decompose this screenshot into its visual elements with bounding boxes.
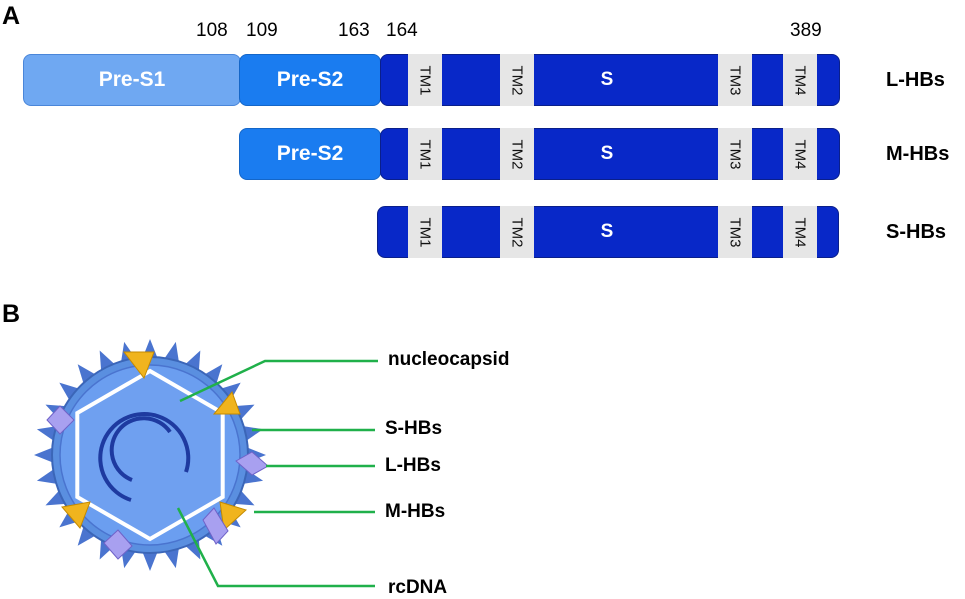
tm1-segment: TM1	[408, 128, 442, 180]
s-hbs-label-b: S-HBs	[385, 418, 443, 439]
l-hbs-row: Pre-S1 Pre-S2 TM1 TM2 S TM3 TM4 L-HBs	[0, 54, 965, 106]
tm1-segment: TM1	[408, 54, 442, 106]
position-109: 109	[246, 20, 278, 41]
s-domain-label: S	[600, 143, 614, 164]
rcdna-inner-strand	[109, 416, 172, 482]
s-hbs-row: TM1 TM2 S TM3 TM4 S-HBs	[0, 206, 965, 258]
tm3-segment: TM3	[718, 128, 752, 180]
m-hbs-protein	[212, 391, 241, 415]
s-hbs-label: S-HBs	[886, 220, 947, 243]
envelope-spike	[203, 364, 223, 386]
pre-s2-domain: Pre-S2	[239, 54, 381, 106]
panel-a-label: A	[2, 2, 21, 30]
nucleocapsid-leader-line	[179, 359, 378, 403]
tm4-segment: TM4	[783, 206, 817, 258]
l-hbs-protein	[46, 405, 75, 435]
hbv-virion-diagram	[34, 339, 378, 588]
s-domain-label: S	[600, 69, 614, 90]
rcdna-label: rcDNA	[388, 577, 448, 598]
m-hbs-protein	[61, 501, 91, 529]
rcdna-leader-line	[176, 507, 375, 588]
l-hbs-label-b: L-HBs	[385, 455, 441, 476]
tm2-segment: TM2	[500, 128, 534, 180]
position-389: 389	[790, 20, 822, 41]
position-163: 163	[338, 20, 370, 41]
envelope-spike	[34, 446, 55, 464]
envelope-spike	[219, 382, 241, 402]
tm2-segment: TM2	[500, 54, 534, 106]
rcdna-outer-strand	[98, 412, 191, 502]
s-domain	[380, 128, 840, 180]
envelope-spike	[59, 508, 81, 528]
tm3-segment: TM3	[718, 54, 752, 106]
m-hbs-label: M-HBs	[886, 142, 950, 165]
envelope-spike	[59, 382, 81, 402]
s-domain-label: S	[600, 221, 614, 242]
l-hbs-label: L-HBs	[886, 68, 945, 91]
l-hbs-protein	[103, 529, 133, 560]
position-164: 164	[386, 20, 418, 41]
s-domain	[380, 54, 840, 106]
pre-s1-domain: Pre-S1	[23, 54, 241, 106]
tm4-segment: TM4	[783, 128, 817, 180]
m-hbs-protein	[122, 351, 155, 380]
position-108: 108	[196, 20, 228, 41]
envelope-spike	[77, 364, 97, 386]
nucleocapsid-label: nucleocapsid	[388, 349, 510, 370]
tm2-segment: TM2	[500, 206, 534, 258]
m-hbs-row: Pre-S2 TM1 TM2 S TM3 TM4 M-HBs	[0, 128, 965, 180]
envelope-spike	[141, 550, 159, 571]
l-hbs-protein	[202, 507, 229, 545]
m-hbs-label-b: M-HBs	[385, 501, 446, 522]
pre-s2-domain: Pre-S2	[239, 128, 381, 180]
tm3-segment: TM3	[718, 206, 752, 258]
tm4-segment: TM4	[783, 54, 817, 106]
tm1-segment: TM1	[408, 206, 442, 258]
panel-b-label: B	[2, 300, 21, 328]
m-hbs-protein	[219, 501, 247, 532]
s-domain	[377, 206, 839, 258]
envelope-spike	[77, 524, 97, 546]
